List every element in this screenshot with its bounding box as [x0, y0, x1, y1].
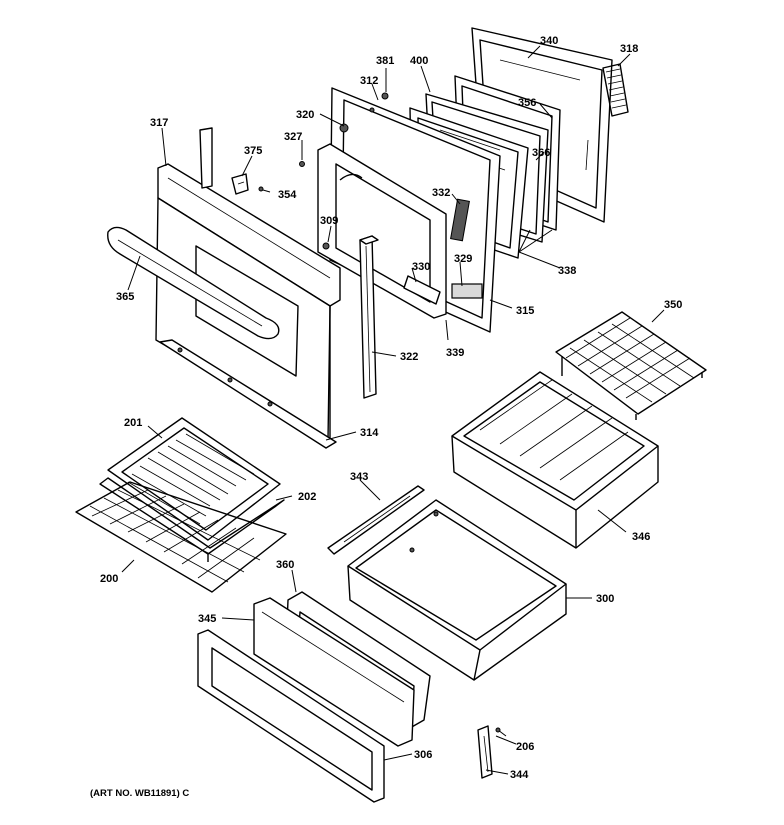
part-201-broiler-grid [107, 417, 281, 541]
part-350-oven-rack [555, 311, 707, 420]
label-400: 400 [410, 55, 428, 67]
label-312: 312 [360, 75, 378, 87]
label-338: 338 [558, 265, 576, 277]
part-354-screw [258, 186, 271, 193]
label-200: 200 [100, 573, 118, 585]
part-375-hinge [231, 173, 249, 195]
label-309: 309 [320, 215, 338, 227]
leader-lines [121, 45, 665, 775]
part-345-drawer-panel [253, 597, 415, 747]
part-200-oven-rack [75, 481, 287, 593]
part-322-channel [359, 235, 379, 399]
label-339: 339 [446, 347, 464, 359]
part-206-screw [495, 727, 507, 737]
callout-labels: 340 318 381 400 312 356 320 317 327 375 … [90, 35, 682, 799]
part-327-screw [299, 161, 305, 167]
label-320: 320 [296, 109, 314, 121]
part-202-broiler-pan [99, 477, 285, 562]
label-344: 344 [510, 769, 529, 781]
label-375: 375 [244, 145, 262, 157]
label-300: 300 [596, 593, 614, 605]
label-317: 317 [150, 117, 168, 129]
part-314-bottom-trim [159, 339, 337, 449]
part-306-drawer-front [197, 629, 385, 803]
art-number-caption: (ART NO. WB11891) C [90, 788, 189, 799]
label-206: 206 [516, 741, 534, 753]
label-366: 366 [532, 147, 550, 159]
label-332: 332 [432, 187, 450, 199]
label-343: 343 [350, 471, 368, 483]
part-318-clip [602, 63, 629, 117]
label-345: 345 [198, 613, 216, 625]
label-329: 329 [454, 253, 472, 265]
label-381: 381 [376, 55, 394, 67]
label-201: 201 [124, 417, 142, 429]
label-314: 314 [360, 427, 379, 439]
label-360: 360 [276, 559, 294, 571]
label-202: 202 [298, 491, 316, 503]
label-315: 315 [516, 305, 534, 317]
label-306: 306 [414, 749, 432, 761]
label-350: 350 [664, 299, 682, 311]
part-343-slide-rail [327, 485, 425, 555]
part-300-drawer-box [347, 499, 567, 681]
label-354: 354 [278, 189, 297, 201]
part-bracket-left [199, 127, 213, 189]
part-346-drawer-pan [451, 371, 659, 549]
label-346: 346 [632, 531, 650, 543]
label-330: 330 [412, 261, 430, 273]
part-365-door-handle [107, 226, 280, 340]
label-365: 365 [116, 291, 134, 303]
label-340: 340 [540, 35, 558, 47]
part-344-bracket [477, 725, 493, 779]
label-356: 356 [518, 97, 536, 109]
label-322: 322 [400, 351, 418, 363]
label-327: 327 [284, 131, 302, 143]
label-318: 318 [620, 43, 638, 55]
